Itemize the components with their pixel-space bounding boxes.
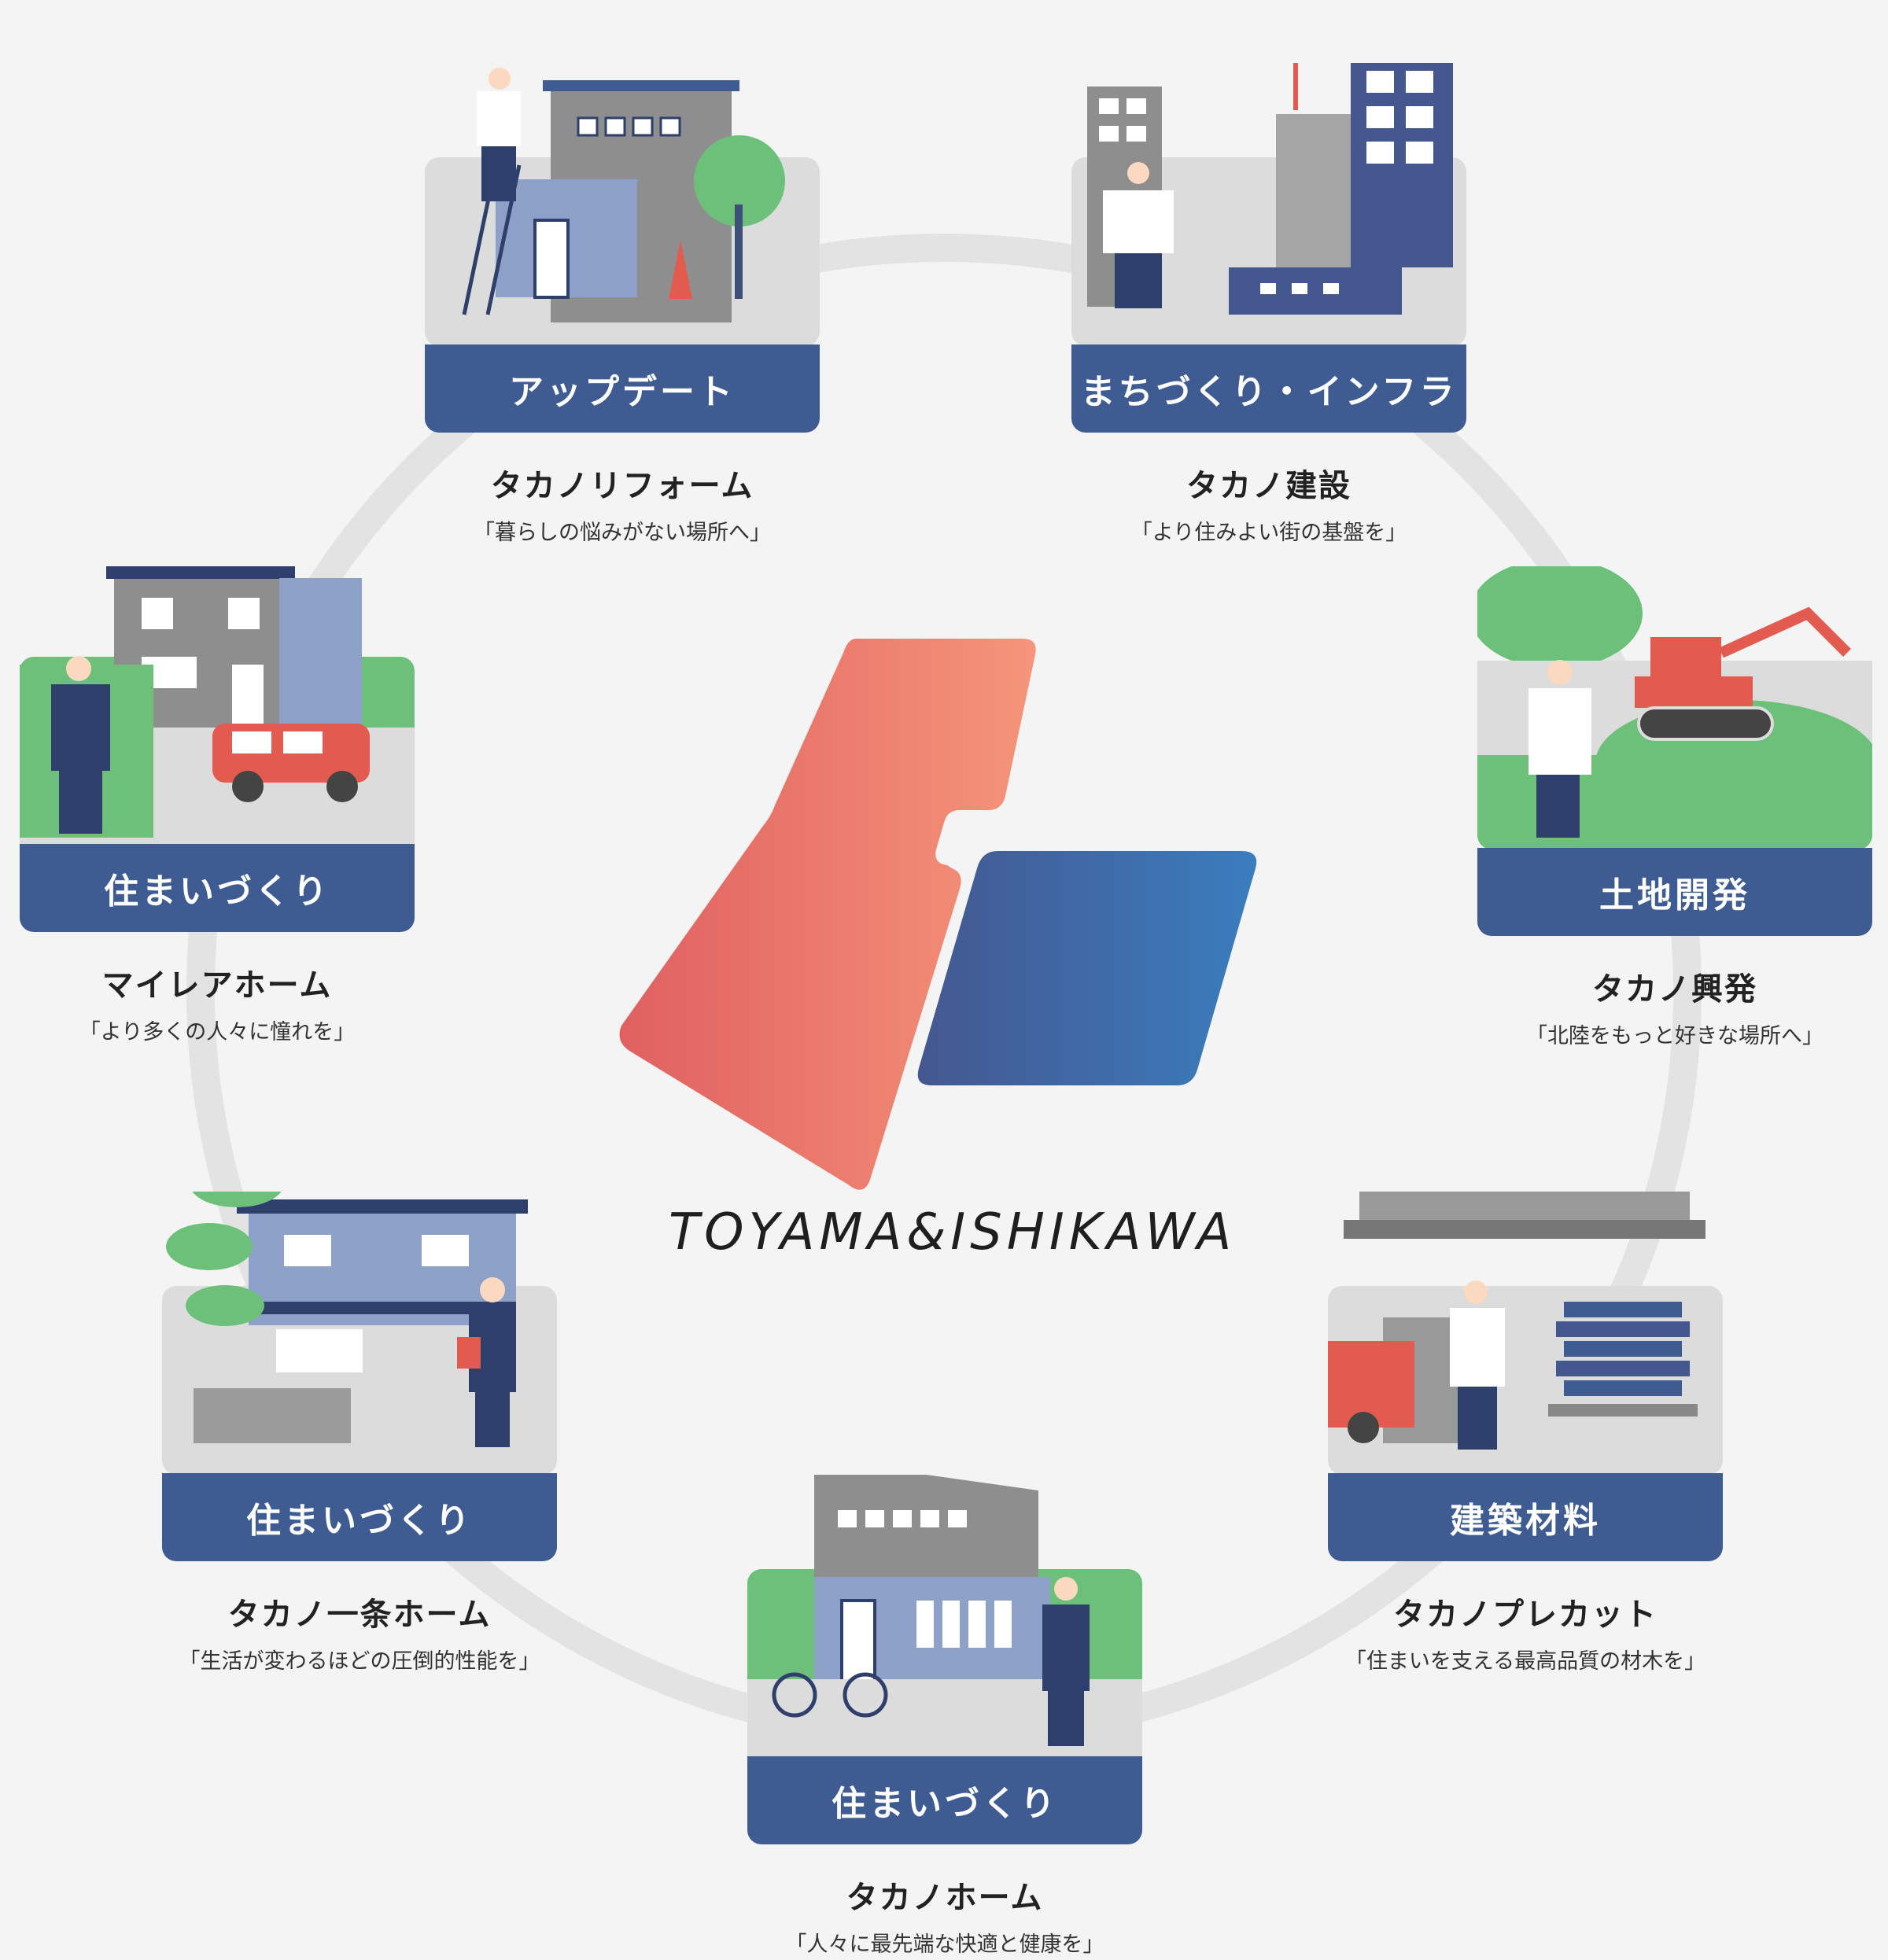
company-slogan: 「より多くの人々に憧れを」 — [79, 1020, 356, 1044]
card-takano-home[interactable]: 住まいづくり タカノホーム 「人々に最先端な快適と健康を」 — [747, 1475, 1142, 1957]
company-slogan: 「住まいを支える最高品質の材木を」 — [1344, 1649, 1706, 1674]
category-banner: 住まいづくり — [20, 844, 415, 932]
card-ichijo-home[interactable]: 住まいづくり タカノ一条ホーム 「生活が変わるほどの圧倒的性能を」 — [162, 1192, 557, 1674]
card-construction[interactable]: まちづくり・インフラ タカノ建設 「より住みよい街の基盤を」 — [1071, 63, 1466, 545]
renovation-scene-icon — [462, 68, 785, 322]
category-banner: 住まいづくり — [747, 1756, 1142, 1844]
house-bicycle-scene-icon — [747, 1475, 1142, 1758]
company-name[interactable]: タカノリフォーム — [490, 468, 754, 504]
japanese-house-scene-icon — [166, 1192, 528, 1447]
company-slogan: 「暮らしの悩みがない場所へ」 — [474, 521, 771, 545]
company-name[interactable]: タカノホーム — [846, 1880, 1044, 1916]
logo-blue-shape — [917, 851, 1257, 1085]
house-car-scene-icon — [20, 566, 415, 846]
excavator-scene-icon — [1477, 566, 1872, 838]
category-banner: アップデート — [425, 344, 820, 433]
lumber-scene-icon — [1328, 1192, 1705, 1450]
brand-text: TOYAMA&ISHIKAWA — [669, 1203, 1237, 1262]
company-slogan: 「生活が変わるほどの圧倒的性能を」 — [179, 1649, 540, 1674]
category-banner: まちづくり・インフラ — [1071, 344, 1466, 433]
category-banner: 建築材料 — [1328, 1473, 1723, 1561]
company-name[interactable]: タカノプレカット — [1393, 1597, 1658, 1633]
company-name[interactable]: タカノ興発 — [1592, 971, 1757, 1008]
company-name[interactable]: タカノ一条ホーム — [227, 1597, 492, 1633]
company-name[interactable]: マイレアホーム — [101, 967, 333, 1004]
category-banner: 土地開発 — [1477, 848, 1872, 936]
category-banner: 住まいづくり — [162, 1473, 557, 1561]
company-slogan: 「北陸をもっと好きな場所へ」 — [1526, 1024, 1823, 1048]
card-mylare-home[interactable]: 住まいづくり マイレアホーム 「より多くの人々に憧れを」 — [20, 562, 415, 1044]
logo-red-shape — [619, 639, 1036, 1190]
card-renovation[interactable]: アップデート タカノリフォーム 「暮らしの悩みがない場所へ」 — [425, 63, 820, 545]
company-slogan: 「人々に最先端な快適と健康を」 — [785, 1932, 1104, 1957]
card-building-materials[interactable]: 建築材料 タカノプレカット 「住まいを支える最高品質の材木を」 — [1328, 1192, 1723, 1674]
company-logo — [619, 639, 1257, 1190]
company-name[interactable]: タカノ建設 — [1186, 468, 1351, 504]
company-slogan: 「より住みよい街の基盤を」 — [1130, 521, 1407, 545]
construction-scene-icon — [1087, 63, 1453, 315]
card-land-development[interactable]: 土地開発 タカノ興発 「北陸をもっと好きな場所へ」 — [1477, 566, 1872, 1048]
